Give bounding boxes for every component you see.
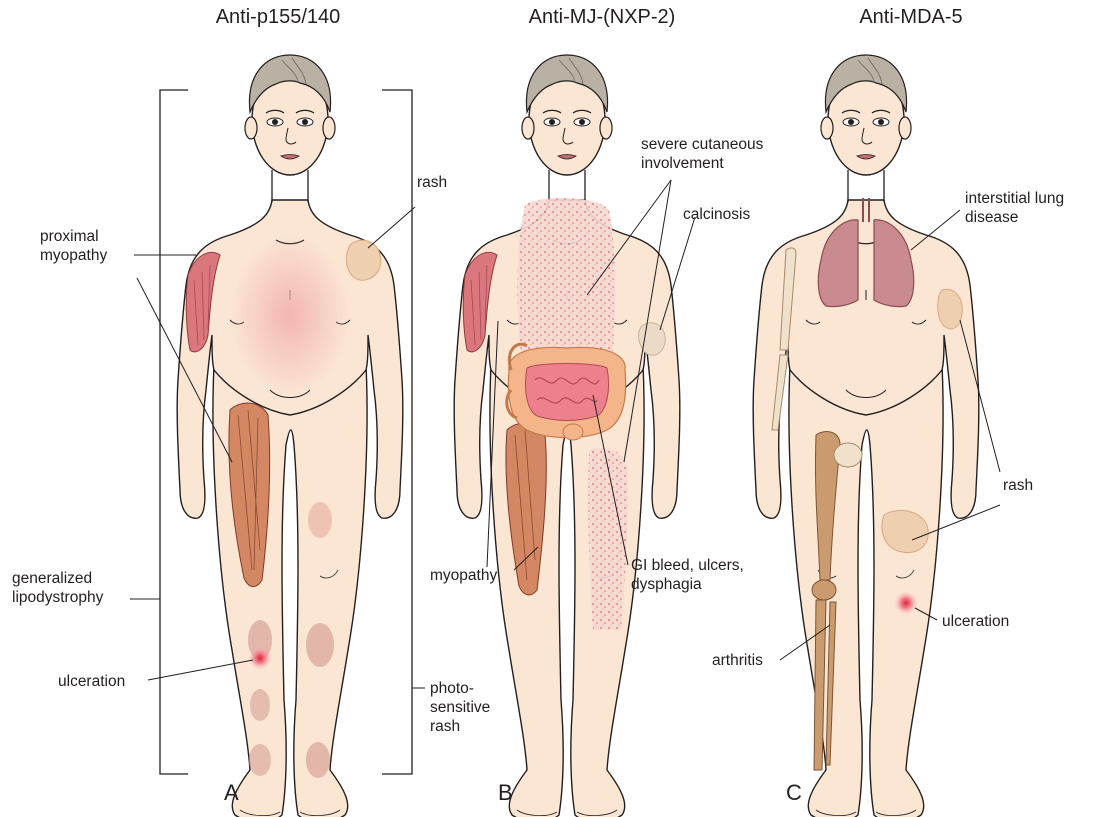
label-ild: interstitial lung disease <box>965 190 1065 226</box>
panel-letter-b: B <box>498 780 513 805</box>
label-severe-cutaneous: severe cutaneous involvement <box>641 136 764 172</box>
calcinosis-patch <box>638 322 666 356</box>
label-photosensitive-rash: photo- sensitive rash <box>430 680 491 735</box>
humerus-bone <box>779 247 797 351</box>
diffuse-torso-rash <box>230 233 350 397</box>
right-lung <box>873 219 915 308</box>
ulceration-spot-a <box>248 646 272 670</box>
panel-letter-c: C <box>786 780 802 805</box>
label-myopathy-b: myopathy <box>430 567 498 584</box>
figure-a-child <box>176 54 404 817</box>
label-ulceration-c: ulceration <box>942 613 1010 630</box>
panel-b-title: Anti-MJ-(NXP-2) <box>528 6 676 28</box>
ulceration-spot-c <box>894 591 918 615</box>
label-rash-c: rash <box>1003 477 1034 494</box>
label-gi: GI bleed, ulcers, dysphagia <box>631 557 744 593</box>
panel-c-title: Anti-MDA-5 <box>859 6 963 28</box>
cutaneous-leg <box>588 448 628 630</box>
left-lung <box>817 219 859 308</box>
label-arthritis: arthritis <box>712 652 763 669</box>
label-generalized-lipodystrophy: generalized lipodystrophy <box>12 570 104 606</box>
figure-b-child <box>453 54 681 817</box>
shoulder-rash-patch <box>345 239 382 281</box>
panel-a-title: Anti-p155/140 <box>215 6 341 28</box>
label-ulceration-a: ulceration <box>58 673 126 690</box>
knee-rash-patch <box>881 510 929 554</box>
label-rash-a: rash <box>417 174 448 191</box>
cutaneous-chest <box>517 198 616 360</box>
label-calcinosis: calcinosis <box>683 206 751 223</box>
femur-bone <box>814 431 841 581</box>
tibia-bone <box>813 599 827 771</box>
panel-letter-a: A <box>224 780 239 805</box>
figure-c-child <box>752 54 980 817</box>
label-proximal-myopathy: proximal myopathy <box>40 228 108 264</box>
